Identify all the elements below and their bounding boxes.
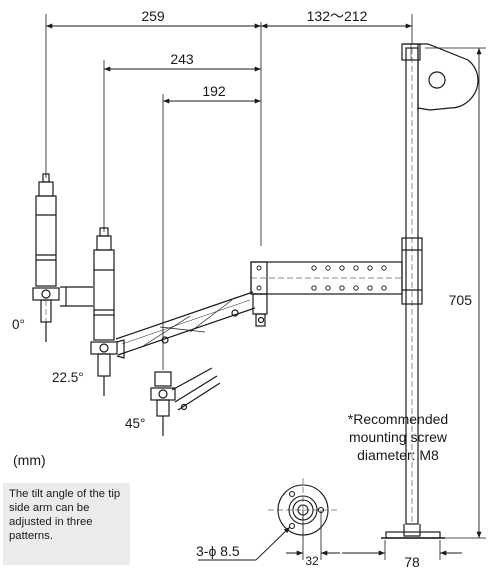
tilt-arm-45 <box>171 367 221 411</box>
screw-note-line-1: *Recommended <box>347 411 449 427</box>
dim-hole-spec: 3-ϕ 8.5 <box>196 543 240 559</box>
tilt-arm <box>115 291 256 356</box>
dim-reach-45: 192 <box>202 83 226 99</box>
arm-stub-0 <box>60 286 93 307</box>
screw-note-line-2: mounting screw <box>348 429 448 445</box>
support-pole <box>381 47 445 539</box>
angle-label-22-5: 22.5° <box>52 370 84 385</box>
tool-0-deg <box>32 173 60 342</box>
unit-label: (mm) <box>13 452 46 468</box>
tilt-angle-note: The tilt angle of the tip side arm can b… <box>3 483 130 565</box>
arm-bolts <box>256 265 387 291</box>
screw-recommendation-note: *Recommended mounting screw diameter: M8 <box>323 410 473 464</box>
tool-45-deg <box>150 371 176 436</box>
base-plate-top-view <box>268 478 338 542</box>
dim-offset-range: 132〜212 <box>307 8 368 24</box>
dim-reach-0: 259 <box>141 8 165 24</box>
dimension-lines <box>46 23 482 556</box>
angle-label-0: 0° <box>12 317 25 332</box>
extension-lines <box>45 14 486 560</box>
screw-note-line-3: diameter: M8 <box>357 447 439 463</box>
spring-balancer <box>401 43 479 111</box>
dim-base-width: 78 <box>404 554 420 570</box>
dim-height: 705 <box>449 292 473 308</box>
dim-bolt-spacing: 32 <box>305 554 319 568</box>
tool-22-5-deg <box>90 227 125 396</box>
elbow-joint <box>252 293 268 327</box>
hole-leader <box>198 526 291 561</box>
angle-label-45: 45° <box>125 416 146 431</box>
dim-reach-22-5: 243 <box>170 51 194 67</box>
